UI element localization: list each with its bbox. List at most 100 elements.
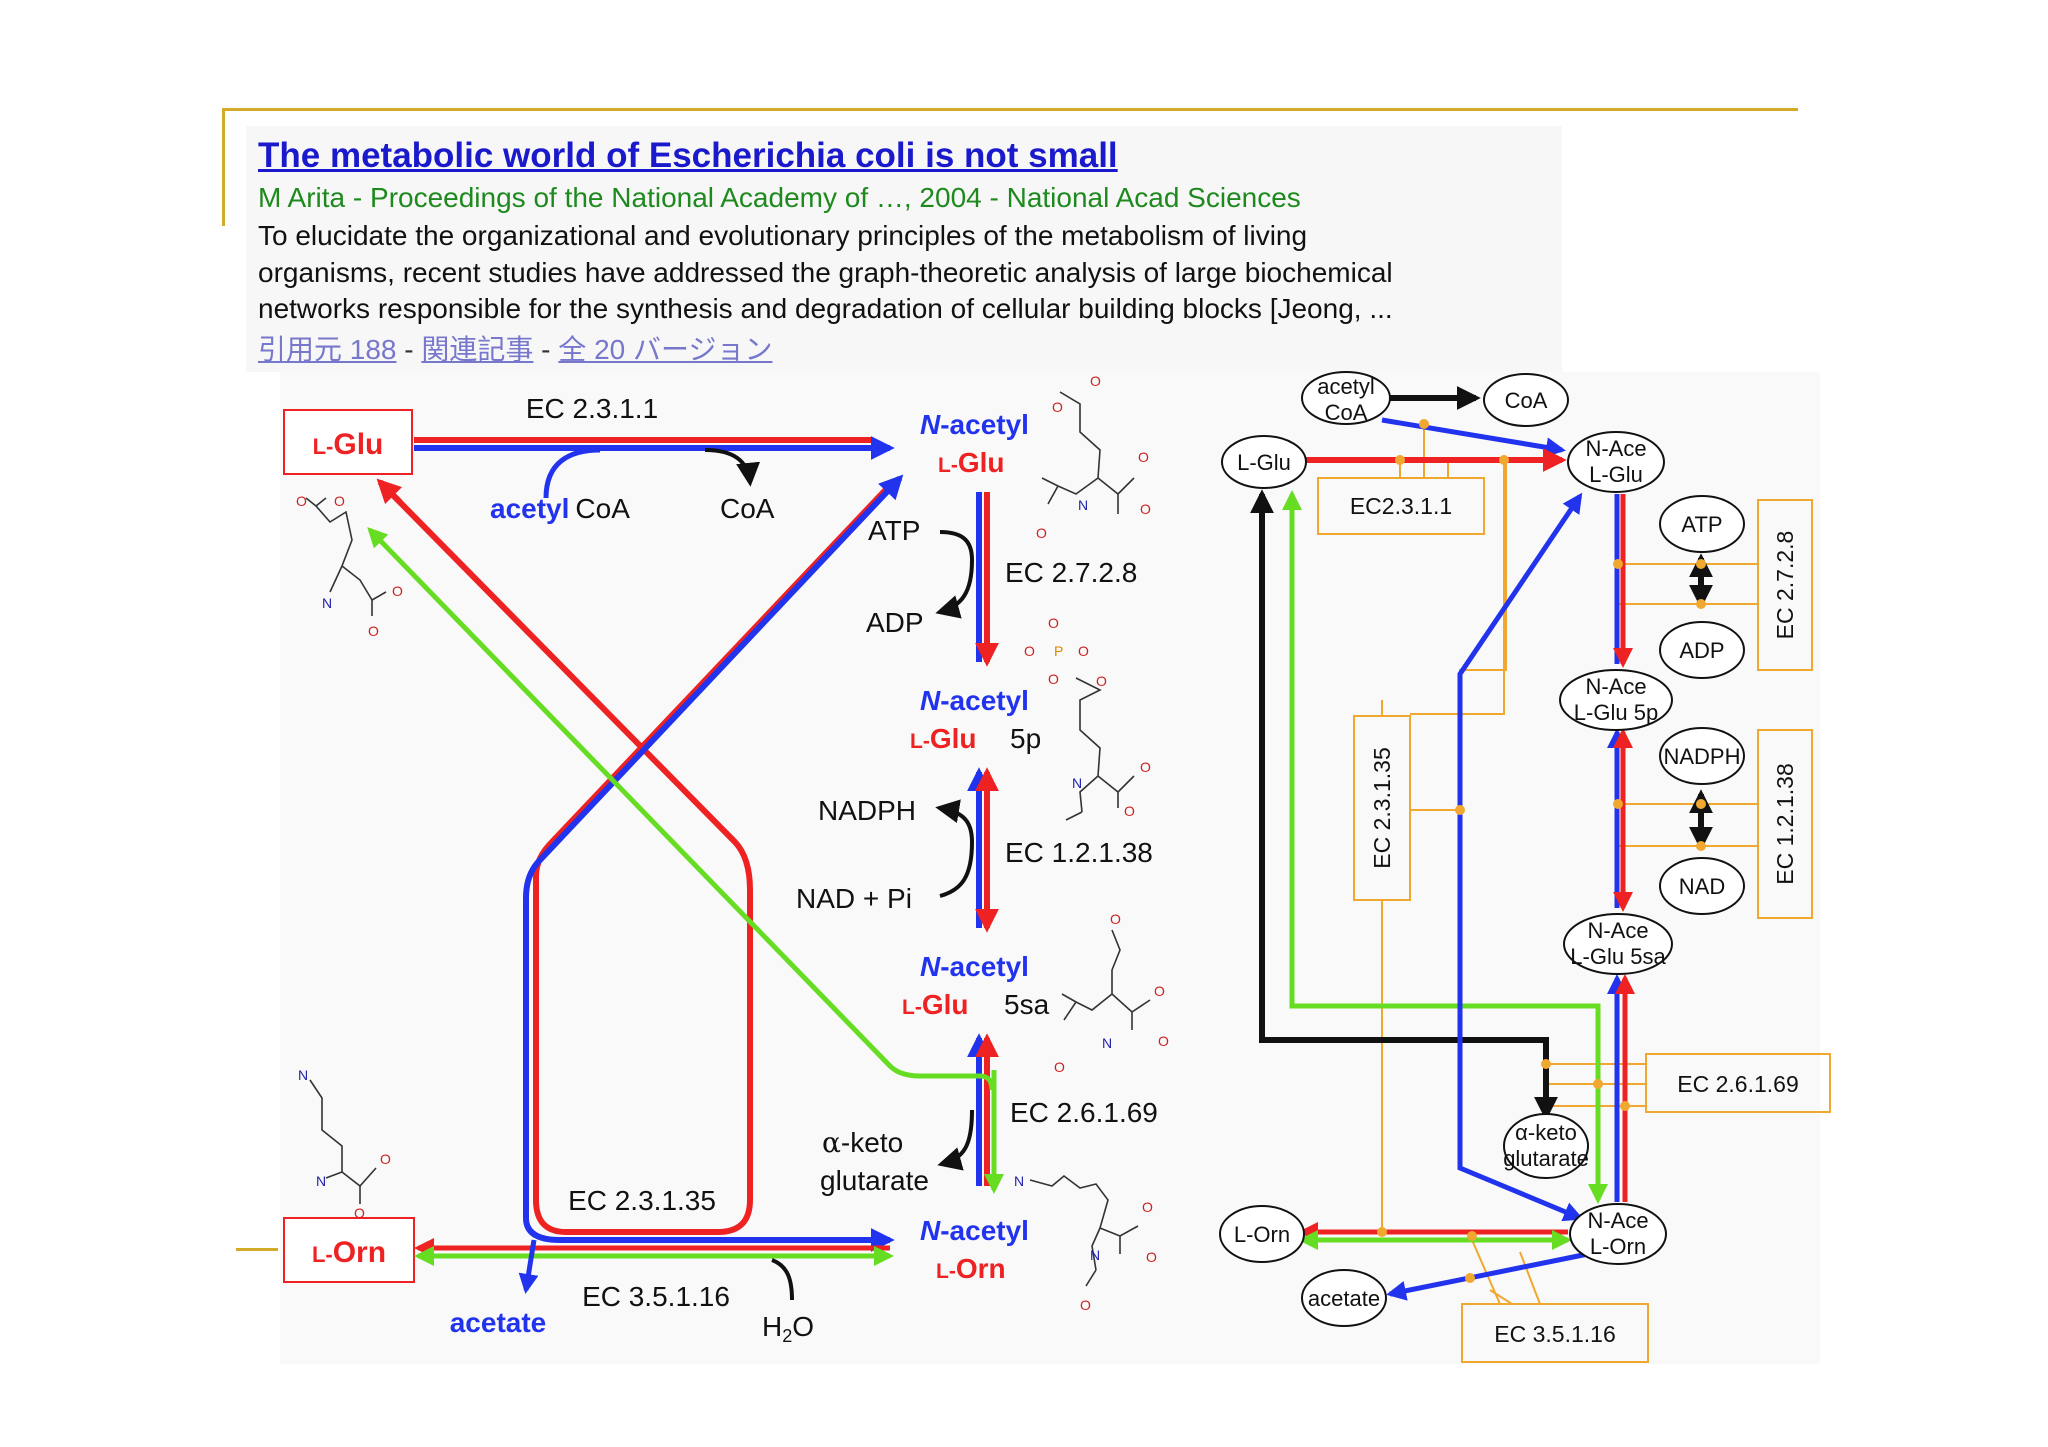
node-glu-5p (1559, 669, 1673, 731)
enzyme-box-ec-1-2-1-38 (1757, 729, 1813, 919)
acetylcoa-to-nace-blue (1381, 417, 1566, 458)
structure-l-glu (305, 497, 387, 616)
svg-text:O: O (1124, 803, 1135, 819)
green-glu-to-akg-path (367, 527, 995, 1091)
l-glu-label: L-Glu (902, 989, 969, 1020)
water-label: H2O (762, 1311, 814, 1346)
result-title-link[interactable]: The metabolic world of Escherichia coli … (258, 136, 1118, 175)
node-l-orn (1219, 1205, 1305, 1263)
node-nadph (1659, 727, 1745, 785)
connector-dot (1620, 1101, 1630, 1111)
svg-text:O: O (354, 1205, 365, 1221)
svg-text:O: O (1036, 525, 1047, 541)
suffix-5sa-label: 5sa (1004, 989, 1050, 1020)
connector-dot (1467, 1231, 1477, 1241)
l-glu-label: L-Glu (938, 447, 1005, 478)
link-separator: - (396, 334, 422, 365)
svg-text:O: O (1080, 1297, 1091, 1313)
metabolite-nodes (1219, 371, 1745, 1327)
enzyme-box-ec-3-5-1-16 (1461, 1303, 1649, 1363)
node-acetate (1301, 1269, 1387, 1327)
acetate-release-arrow (518, 1239, 539, 1294)
connector-dot (1465, 1273, 1475, 1283)
n-ace-label: N-Ace (1587, 1208, 1648, 1233)
alpha-keto-label: α-keto (1515, 1120, 1577, 1145)
nace-orn-to-acetate-blue (1386, 1251, 1589, 1301)
connector-dot (1419, 419, 1429, 429)
l-glu-label: L-Glu (910, 723, 977, 754)
ec-2-3-1-35-label: EC 2.3.1.35 (568, 1185, 716, 1216)
svg-text:O: O (1054, 1059, 1065, 1075)
search-result-snippet: The metabolic world of Escherichia coli … (246, 126, 1562, 372)
ec-2-3-1-35-blue-path (523, 474, 904, 1252)
svg-text:O: O (1140, 759, 1151, 775)
svg-text:O: O (1140, 501, 1151, 517)
svg-text:O: O (1052, 399, 1063, 415)
connector-dot (1696, 841, 1706, 851)
ec-2-3-1-1-label: EC 2.3.1.1 (526, 393, 658, 424)
ec-3-5-1-16-label: EC 3.5.1.16 (1494, 1321, 1615, 1347)
n-acetyl-label: N-acetyl (920, 409, 1029, 440)
connector-dot (1696, 799, 1706, 809)
result-abstract: To elucidate the organizational and evol… (258, 218, 1393, 328)
l-orn-label: L-Orn (1234, 1222, 1290, 1247)
related-articles-link[interactable]: 関連記事 (421, 334, 534, 365)
node-l-glu (1221, 435, 1307, 489)
enzyme-box-ec-2-7-2-8 (1757, 499, 1813, 671)
connector-dots (1377, 419, 1706, 1283)
adp-label: ADP (866, 607, 924, 638)
structure-l-glu-atoms: O O N O O (296, 493, 403, 639)
connector-dot (1499, 455, 1509, 465)
svg-text:N: N (322, 595, 332, 611)
akg-curve (937, 1109, 974, 1171)
acetyl-label: acetyl (1317, 374, 1374, 399)
cited-by-link[interactable]: 引用元 188 (258, 334, 397, 365)
glutarate-label: glutarate (1503, 1146, 1589, 1171)
structure-n-acetyl-glu-5sa (1061, 929, 1151, 1030)
result-source-line: M Arita - Proceedings of the National Ac… (258, 182, 1301, 213)
svg-text:O: O (1090, 373, 1101, 389)
node-alpha-ketoglutarate (1503, 1113, 1589, 1179)
structure-n-acetyl-glu-atoms: O O N O O O (1036, 373, 1151, 541)
svg-text:N: N (1090, 1247, 1100, 1263)
connector-dot (1613, 559, 1623, 569)
svg-text:N: N (1102, 1035, 1112, 1051)
node-n-ace-glu (1567, 431, 1665, 493)
acetate-label: acetate (1308, 1286, 1380, 1311)
water-curve (771, 1258, 794, 1301)
structure-l-orn (309, 1079, 377, 1204)
ec-2-6-1-69-label: EC 2.6.1.69 (1010, 1097, 1158, 1128)
structure-n-acetyl-orn (1029, 1174, 1139, 1287)
suffix-5p-label: 5p (1010, 723, 1041, 754)
node-nad (1659, 857, 1745, 915)
connector-dot (1696, 559, 1706, 569)
svg-text:O: O (1024, 643, 1035, 659)
n-acetyl-label: N-acetyl (920, 685, 1029, 716)
structure-n-acetyl-glu (1041, 391, 1135, 514)
connector-dot (1696, 599, 1706, 609)
coa-release-curve (704, 448, 761, 487)
connector-dot (1593, 1079, 1603, 1089)
ec-2-6-1-69-label: EC 2.6.1.69 (1677, 1071, 1798, 1097)
ec-1-2-1-38-label: EC 1.2.1.38 (1772, 763, 1798, 884)
connector-dot (1455, 805, 1465, 815)
result-links-row: 引用元 188 - 関連記事 - 全 20 バージョン (258, 328, 772, 368)
ec-2-3-1-35-label: EC 2.3.1.35 (1369, 747, 1395, 868)
glu-5p-label: L-Glu 5p (1574, 700, 1658, 725)
nad-label: NAD (1679, 874, 1725, 899)
svg-text:N: N (1078, 497, 1088, 513)
structure-n-acetyl-glu-5p-atoms: O P O O O O N O O (1024, 615, 1151, 819)
l-orn-label: L-Orn (312, 1236, 386, 1269)
connector-dot (1395, 455, 1405, 465)
abstract-line: To elucidate the organizational and evol… (258, 220, 1308, 251)
node-adp (1659, 621, 1745, 679)
ec-3-5-1-16-label: EC 3.5.1.16 (582, 1281, 730, 1312)
ec-2-7-2-8-label: EC 2.7.2.8 (1005, 557, 1137, 588)
acetyl-coa-label: CoA (1325, 400, 1368, 425)
n-ace-label: N-Ace (1585, 674, 1646, 699)
atp-label: ATP (1681, 512, 1722, 537)
orn-nace-blue-path (1457, 492, 1584, 1222)
all-versions-link[interactable]: 全 20 バージョン (558, 334, 773, 365)
structure-n-acetyl-glu-5p (1065, 677, 1135, 821)
